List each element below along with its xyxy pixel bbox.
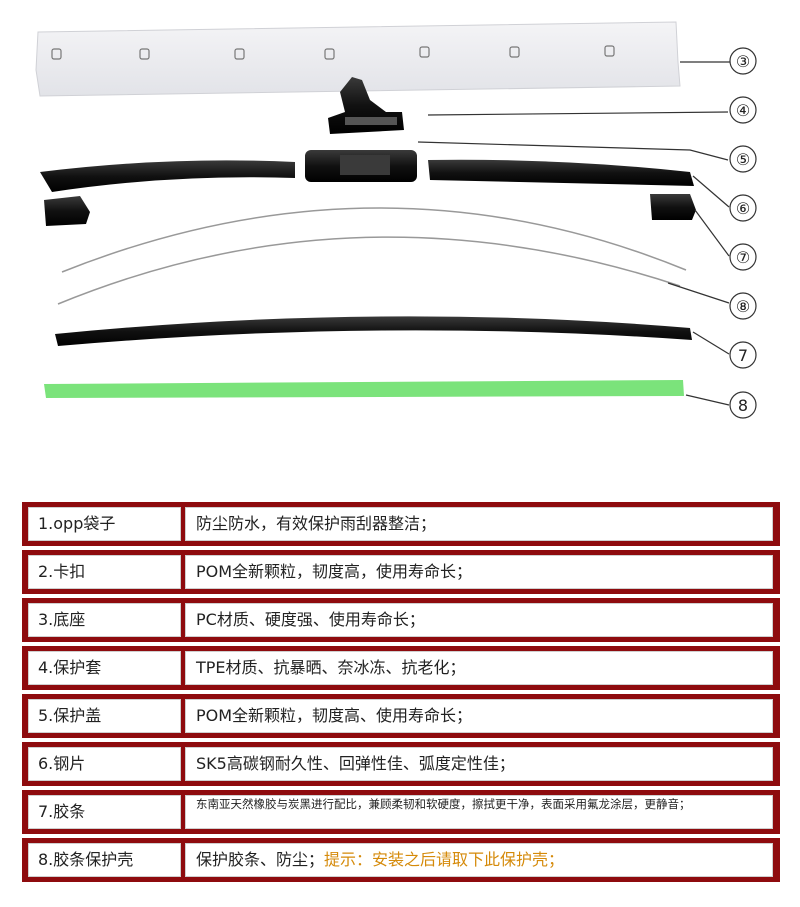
- spec-name: 2.卡扣: [28, 555, 181, 589]
- spec-row: 4.保护套 TPE材质、抗暴晒、奈冰冻、抗老化；: [22, 646, 780, 690]
- strip-shell-image: [44, 380, 684, 398]
- spec-name: 3.底座: [28, 603, 181, 637]
- end-cap-image: [44, 194, 696, 226]
- callout-1: ③: [736, 52, 750, 71]
- base-image: [305, 150, 417, 182]
- spec-name: 5.保护盖: [28, 699, 181, 733]
- spec-row: 3.底座 PC材质、硬度强、使用寿命长；: [22, 598, 780, 642]
- callout-6: ⑧: [736, 297, 750, 316]
- callout-8: 8: [738, 396, 748, 415]
- callout-2: ④: [736, 101, 750, 120]
- spec-row: 7.胶条 东南亚天然橡胶与炭黑进行配比，兼顾柔韧和软硬度，擦拭更干净，表面采用氟…: [22, 790, 780, 834]
- spec-desc: TPE材质、抗暴晒、奈冰冻、抗老化；: [185, 651, 773, 685]
- steel-strip-image: [57, 207, 687, 305]
- clip-adapter-image: [328, 77, 404, 134]
- callout-4: ⑥: [736, 199, 750, 218]
- spec-name: 7.胶条: [28, 795, 181, 829]
- spec-name: 6.钢片: [28, 747, 181, 781]
- spec-desc: POM全新颗粒，韧度高、使用寿命长；: [185, 699, 773, 733]
- callout-5: ⑦: [736, 248, 750, 267]
- spec-desc: PC材质、硬度强、使用寿命长；: [185, 603, 773, 637]
- protective-sleeve-image: [40, 159, 694, 192]
- spec-desc: 保护胶条、防尘；: [196, 850, 325, 869]
- parts-diagram: ③ ④ ⑤ ⑥ ⑦ ⑧ 7 8: [35, 21, 757, 419]
- spec-row: 6.钢片 SK5高碳钢耐久性、回弹性佳、弧度定性佳；: [22, 742, 780, 786]
- spec-row: 1.opp袋子 防尘防水，有效保护雨刮器整洁；: [22, 502, 780, 546]
- callout-7: 7: [738, 346, 748, 365]
- callout-numbers: [729, 47, 757, 419]
- spec-desc: 防尘防水，有效保护雨刮器整洁；: [185, 507, 773, 541]
- spec-desc-with-tip: 保护胶条、防尘；提示：安装之后请取下此保护壳；: [185, 843, 773, 877]
- spec-row: 5.保护盖 POM全新颗粒，韧度高、使用寿命长；: [22, 694, 780, 738]
- callout-lines: [417, 61, 730, 406]
- rubber-strip-image: [55, 316, 692, 346]
- callout-3: ⑤: [736, 150, 750, 169]
- spec-row: 2.卡扣 POM全新颗粒，韧度高，使用寿命长；: [22, 550, 780, 594]
- spec-desc: SK5高碳钢耐久性、回弹性佳、弧度定性佳；: [185, 747, 773, 781]
- spec-name: 1.opp袋子: [28, 507, 181, 541]
- opp-bag-image: [35, 21, 681, 97]
- spec-name: 4.保护套: [28, 651, 181, 685]
- spec-desc: POM全新颗粒，韧度高，使用寿命长；: [185, 555, 773, 589]
- spec-desc: 东南亚天然橡胶与炭黑进行配比，兼顾柔韧和软硬度，擦拭更干净，表面采用氟龙涂层，更…: [185, 795, 773, 829]
- spec-name: 8.胶条保护壳: [28, 843, 181, 877]
- spec-row: 8.胶条保护壳 保护胶条、防尘；提示：安装之后请取下此保护壳；: [22, 838, 780, 882]
- install-tip: 提示：安装之后请取下此保护壳；: [324, 850, 565, 869]
